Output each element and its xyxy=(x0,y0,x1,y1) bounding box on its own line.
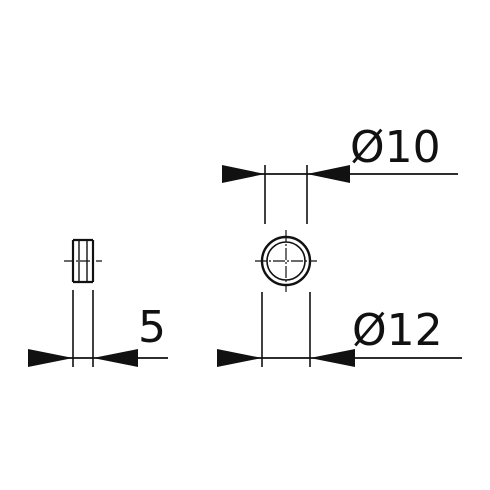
front-view-arrows xyxy=(217,165,355,367)
outer-diameter-arrow-left xyxy=(217,349,262,367)
side-width-label: 5 xyxy=(138,302,166,353)
inner-diameter-arrow-left xyxy=(222,165,265,183)
side-view-arrows xyxy=(28,349,138,367)
outer-diameter-label: Ø12 xyxy=(352,305,443,356)
side-view-arrow-left xyxy=(28,349,73,367)
inner-diameter-arrow-right xyxy=(307,165,350,183)
side-view-arrow-right xyxy=(93,349,138,367)
inner-diameter-label: Ø10 xyxy=(350,122,441,173)
outer-diameter-arrow-right xyxy=(310,349,355,367)
